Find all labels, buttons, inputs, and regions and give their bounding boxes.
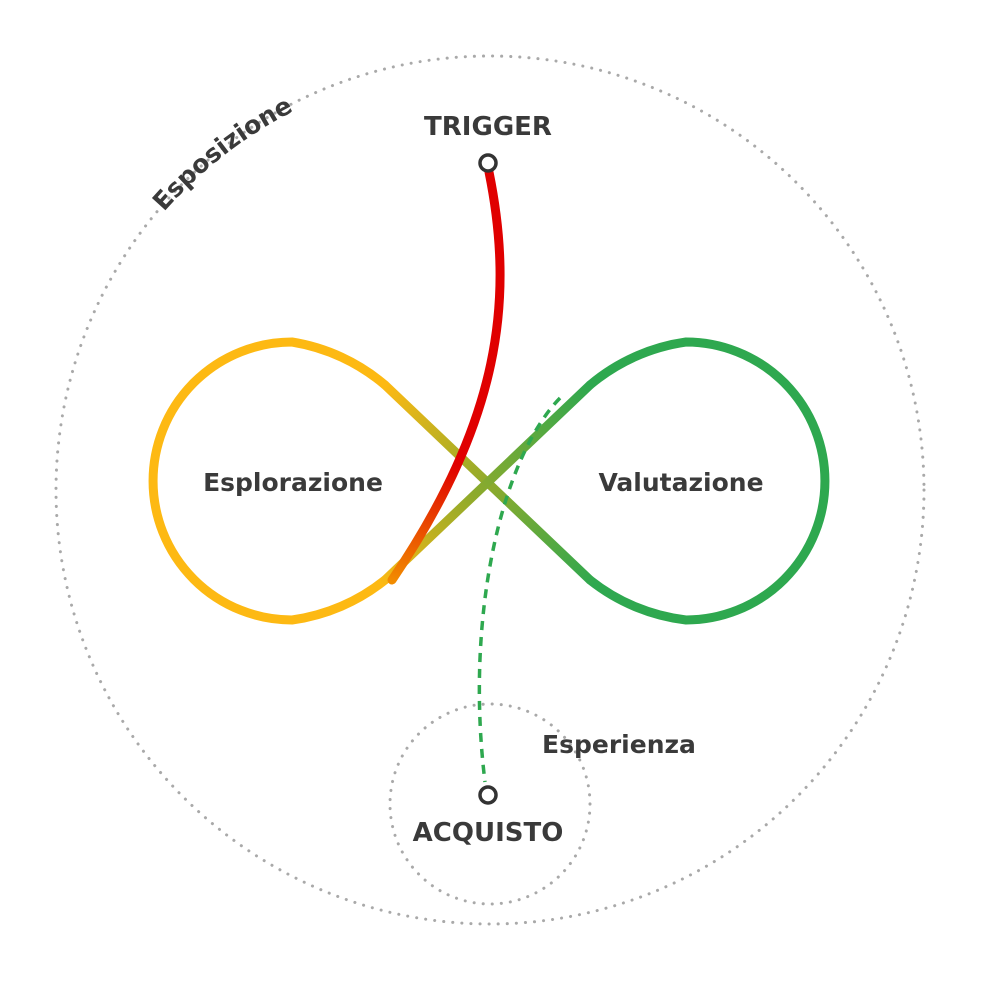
trigger-label: TRIGGER [424,112,552,142]
trigger-node [478,153,498,173]
experience-label: Esperienza [542,730,696,759]
evaluation-label: Valutazione [598,468,763,497]
purchase-node [478,785,498,805]
trigger-path [387,167,505,585]
exposure-label: Esposizione [147,91,297,216]
exploration-label: Esplorazione [203,468,383,497]
experience-ring [388,702,592,906]
exposure-label-path: Esposizione [147,91,297,216]
purchase-path [477,396,562,783]
crossover-diagonal-up [380,380,595,585]
exploration-loop [148,337,390,625]
evaluation-loop [585,337,830,625]
purchase-label: ACQUISTO [413,818,564,848]
exposure-ring [54,54,926,926]
